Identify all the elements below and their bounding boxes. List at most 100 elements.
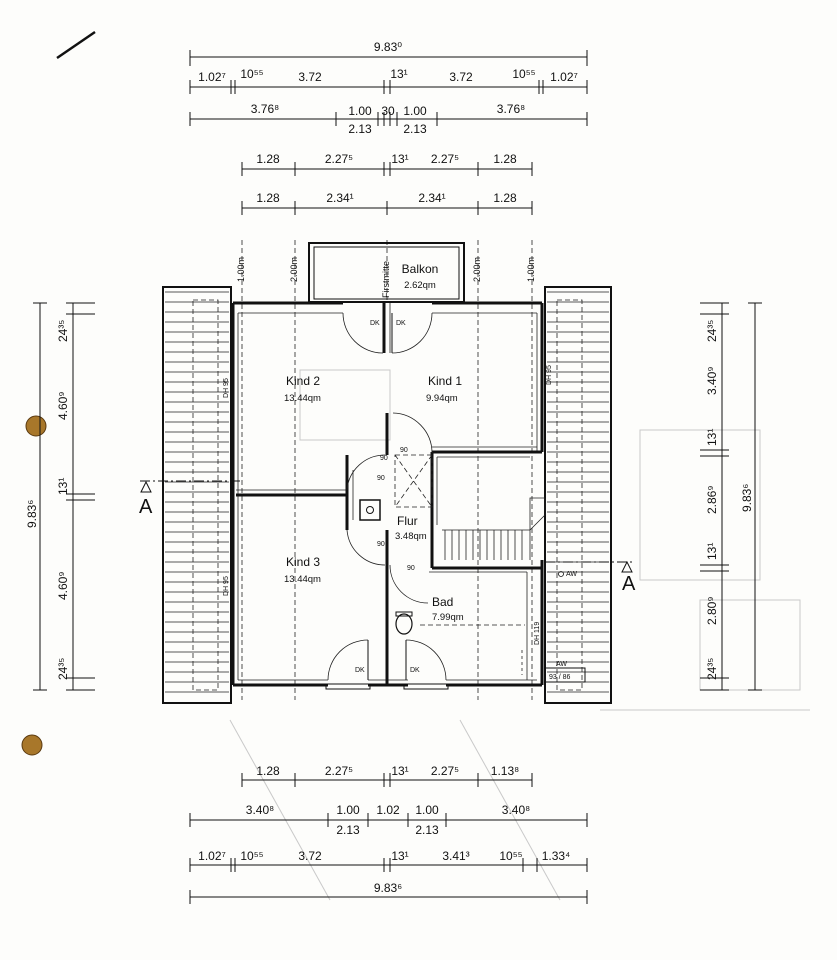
svg-text:93 / 86: 93 / 86 bbox=[549, 674, 571, 681]
dim-t2-c: 30 bbox=[381, 104, 395, 118]
dim-t2-a: 3.76⁸ bbox=[251, 102, 279, 116]
svg-text:AW: AW bbox=[566, 571, 577, 578]
door-width: 90 bbox=[400, 447, 408, 454]
dim-r-c: 13¹ bbox=[705, 429, 719, 446]
door-type: DK bbox=[410, 667, 420, 674]
dim-t4-d: 1.28 bbox=[493, 191, 517, 205]
dim-t2-g: 2.13 bbox=[403, 122, 427, 136]
dim-t3-b: 2.27⁵ bbox=[325, 152, 353, 166]
roof-right: DH 95 DH 119 bbox=[534, 286, 612, 704]
door-type: DK bbox=[355, 667, 365, 674]
svg-text:A: A bbox=[622, 573, 636, 595]
svg-text:1.00: 1.00 bbox=[415, 803, 439, 817]
height-label: 1.00m bbox=[236, 257, 246, 282]
dim-t1-g: 1.02⁷ bbox=[550, 70, 578, 84]
svg-text:1.00: 1.00 bbox=[336, 803, 360, 817]
room-labels: Kind 2 13.44qm Kind 1 9.94qm Kind 3 13.4… bbox=[284, 374, 464, 623]
svg-text:1.33⁴: 1.33⁴ bbox=[542, 849, 571, 863]
punch-hole bbox=[25, 415, 47, 437]
room-name-balkon: Balkon bbox=[402, 262, 439, 276]
dim-t1-b: 10⁵⁵ bbox=[240, 67, 263, 81]
dim-t3-e: 1.28 bbox=[493, 152, 517, 166]
top-dimension-chain: 9.83⁰ 1.02⁷ 10⁵⁵ 3.72 13¹ 3.72 10⁵⁵ 1.02… bbox=[189, 40, 588, 215]
dim-l-c: 13¹ bbox=[56, 478, 70, 495]
dim-r-b: 3.40⁹ bbox=[705, 367, 719, 396]
svg-text:3.40⁸: 3.40⁸ bbox=[246, 803, 274, 817]
dim-r-e: 13¹ bbox=[705, 543, 719, 560]
right-dimension-chain: 9.83⁶ 24³⁵ 3.40⁹ 13¹ 2.86⁹ 13¹ 2.80⁹ 24³… bbox=[700, 302, 762, 691]
ghost-bleedthrough bbox=[229, 369, 810, 901]
chimney bbox=[359, 499, 381, 521]
dim-t3-d: 2.27⁵ bbox=[431, 152, 459, 166]
svg-text:2.13: 2.13 bbox=[415, 823, 439, 837]
window-label: DH 95 bbox=[546, 365, 553, 385]
svg-text:AW: AW bbox=[556, 661, 567, 668]
room-name-kind2: Kind 2 bbox=[286, 374, 320, 388]
dim-left-overall: 9.83⁶ bbox=[25, 500, 39, 528]
dim-t2-b: 1.00 bbox=[348, 104, 372, 118]
room-name-flur: Flur bbox=[397, 514, 418, 528]
door-type: DK bbox=[396, 320, 406, 327]
section-marker-right: A bbox=[545, 560, 636, 595]
roof-left: DH 95 DH 95 bbox=[162, 286, 232, 704]
punch-hole bbox=[21, 734, 43, 756]
staircase bbox=[442, 497, 546, 560]
window-label: DH 119 bbox=[534, 622, 541, 645]
svg-text:13¹: 13¹ bbox=[391, 849, 408, 863]
dim-t4-b: 2.34¹ bbox=[326, 191, 353, 205]
dim-t1-e: 3.72 bbox=[449, 70, 473, 84]
height-label: 2.00m bbox=[289, 257, 299, 282]
room-name-kind3: Kind 3 bbox=[286, 555, 320, 569]
pen-mark bbox=[56, 30, 96, 60]
svg-text:A: A bbox=[139, 496, 153, 518]
left-dimension-chain: 9.83⁶ 24³⁵ 4.60⁹ 13¹ 4.60⁹ 24³⁵ bbox=[25, 302, 95, 691]
svg-text:2.27⁵: 2.27⁵ bbox=[431, 764, 459, 778]
dim-t1-c: 3.72 bbox=[298, 70, 322, 84]
dim-l-a: 24³⁵ bbox=[56, 320, 70, 342]
dim-t1-a: 1.02⁷ bbox=[198, 70, 226, 84]
dim-t2-e: 3.76⁸ bbox=[497, 102, 525, 116]
dim-t4-c: 2.34¹ bbox=[418, 191, 445, 205]
dim-l-d: 4.60⁹ bbox=[56, 572, 70, 601]
svg-text:3.41³: 3.41³ bbox=[442, 849, 469, 863]
window-label: DH 95 bbox=[223, 378, 230, 398]
svg-text:2.13: 2.13 bbox=[336, 823, 360, 837]
bottom-dimension-chain: 1.28 2.27⁵ 13¹ 2.27⁵ 1.13⁸ 3.40⁸ 1.00 1.… bbox=[189, 764, 588, 904]
dim-l-e: 24³⁵ bbox=[56, 658, 70, 680]
height-lines: 1.00m 2.00m Firstmitte 2.00m 1.00m bbox=[236, 240, 536, 700]
dim-t3-a: 1.28 bbox=[256, 152, 280, 166]
walls bbox=[231, 301, 544, 687]
svg-text:1.02: 1.02 bbox=[376, 803, 400, 817]
door-width: 90 bbox=[377, 475, 385, 482]
dim-t1-d: 13¹ bbox=[390, 67, 407, 81]
dim-t1-f: 10⁵⁵ bbox=[512, 67, 535, 81]
room-area-balkon: 2.62qm bbox=[404, 280, 436, 291]
dim-overall-bottom: 9.83⁶ bbox=[374, 881, 402, 895]
door-width: 90 bbox=[377, 541, 385, 548]
room-area-bad: 7.99qm bbox=[432, 612, 464, 623]
window-label: DH 95 bbox=[223, 576, 230, 596]
svg-text:1.02⁷: 1.02⁷ bbox=[198, 849, 226, 863]
svg-text:13¹: 13¹ bbox=[391, 764, 408, 778]
room-area-kind3: 13.44qm bbox=[284, 574, 321, 585]
room-area-kind2: 13.44qm bbox=[284, 393, 321, 404]
svg-text:1.13⁸: 1.13⁸ bbox=[491, 764, 519, 778]
skylight bbox=[394, 454, 433, 508]
dim-l-b: 4.60⁹ bbox=[56, 392, 70, 421]
dim-t2-d: 1.00 bbox=[403, 104, 427, 118]
dim-r-g: 24³⁵ bbox=[705, 658, 719, 680]
svg-text:1.28: 1.28 bbox=[256, 764, 280, 778]
svg-text:3.40⁸: 3.40⁸ bbox=[502, 803, 530, 817]
dim-overall-top: 9.83⁰ bbox=[374, 40, 402, 54]
balcony: Balkon 2.62qm bbox=[308, 242, 465, 303]
room-area-flur: 3.48qm bbox=[395, 531, 427, 542]
toilet bbox=[395, 611, 413, 635]
svg-text:10⁵⁵: 10⁵⁵ bbox=[499, 849, 522, 863]
door-width: 90 bbox=[380, 455, 388, 462]
door-type: DK bbox=[370, 320, 380, 327]
doors: DK DK 90 90 90 90 90 DK DK bbox=[325, 312, 449, 690]
dim-right-overall: 9.83⁶ bbox=[740, 484, 754, 512]
svg-text:10⁵⁵: 10⁵⁵ bbox=[240, 849, 263, 863]
dim-r-f: 2.80⁹ bbox=[705, 597, 719, 626]
